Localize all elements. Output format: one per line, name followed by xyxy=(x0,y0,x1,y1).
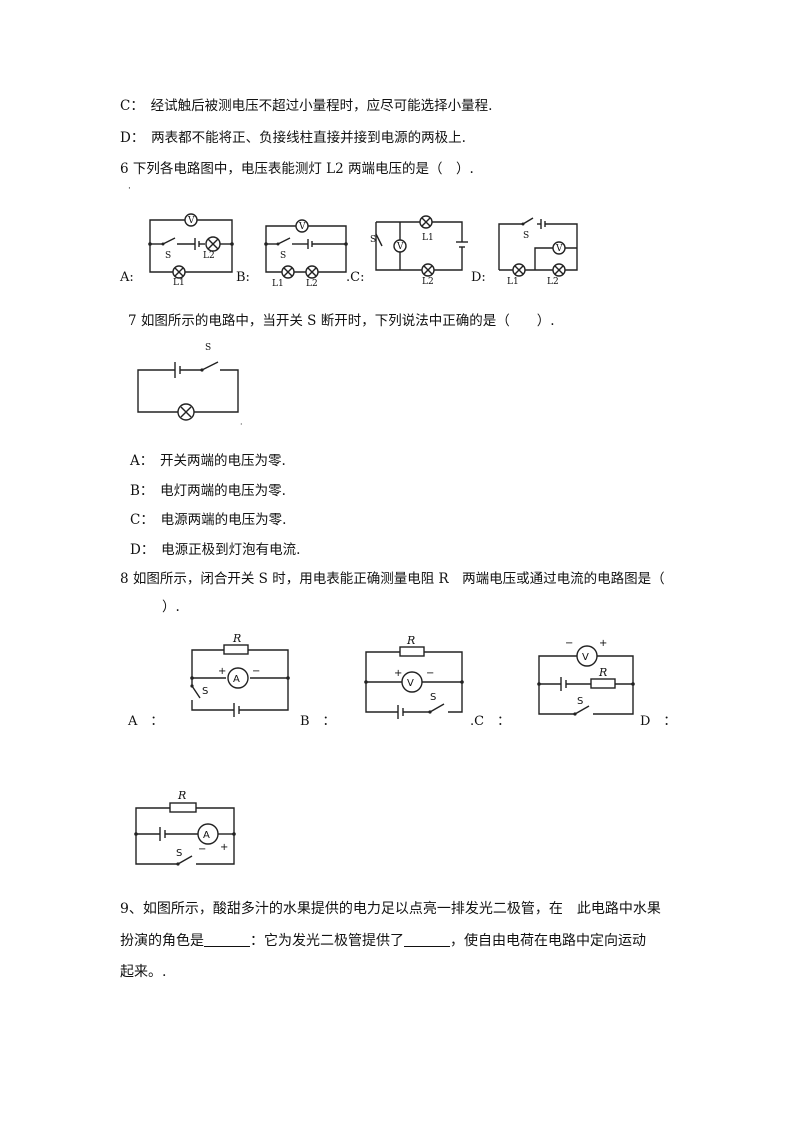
q6-label-a: A: xyxy=(120,270,134,285)
q8-label-d: D ： xyxy=(640,714,677,729)
voltmeter-label: V xyxy=(407,678,414,689)
switch-label: S xyxy=(205,343,211,353)
voltmeter-label: V xyxy=(187,216,195,226)
minus-label: − xyxy=(252,666,260,677)
q7-option-b: B： 电灯两端的电压为零. xyxy=(130,483,286,499)
lamp1-label: L1 xyxy=(173,278,185,288)
switch-label: S xyxy=(370,235,376,245)
q9-line1: 9、如图所示，酸甜多汁的水果提供的电力足以点亮一排发光二极管，在 此电路中水果 xyxy=(120,901,661,917)
q9-line2-c: ，使自由电荷在电路中定向运动 xyxy=(450,933,646,949)
q8-circuit-a: R A + − S xyxy=(190,632,290,717)
lamp1-label: L1 xyxy=(422,233,434,243)
ammeter-label: A xyxy=(203,830,210,841)
q9-line2-b: ：它为发光二极管提供了 xyxy=(250,933,404,949)
q6-circuit-a: V S L2 L1 xyxy=(148,213,234,288)
resistor-label: R xyxy=(232,632,241,645)
resistor-label: R xyxy=(177,789,186,802)
voltmeter-label: V xyxy=(298,222,306,232)
q8-circuit-b: R V + − S xyxy=(364,634,464,719)
q6-label-c: .C: xyxy=(346,270,365,285)
q8-circuit-c: − + V R S xyxy=(537,638,635,716)
q7-circuit: S xyxy=(137,343,239,421)
q8-stem: 8 如图所示，闭合开关 S 时，用电表能正确测量电阻 R 两端电压或通过电流的电… xyxy=(120,571,665,587)
q6-stem: 6 下列各电路图中，电压表能测灯 L2 两端电压的是（ ）. xyxy=(120,161,474,177)
plus-label: + xyxy=(220,842,228,853)
stray-dot: · xyxy=(240,420,243,429)
lamp2-label: L2 xyxy=(422,277,434,287)
answer-blank-1[interactable] xyxy=(204,932,250,947)
q9-line2: 扮演的角色是 ：它为发光二极管提供了 ，使自由电荷在电路中定向运动 xyxy=(120,932,646,950)
q5-option-c: C： 经试触后被测电压不超过小量程时，应尽可能选择小量程. xyxy=(120,98,493,114)
q8-label-b: B ： xyxy=(300,714,336,729)
lamp1-label: L1 xyxy=(272,279,284,289)
plus-label: + xyxy=(599,638,607,649)
lamp2-label: L2 xyxy=(547,277,559,287)
q6-circuit-d: S V L1 L2 xyxy=(498,217,578,287)
switch-label: S xyxy=(165,251,171,261)
q9-line3: 起来。. xyxy=(120,964,167,980)
plus-label: + xyxy=(394,668,402,679)
q8-label-a: A ： xyxy=(128,714,164,729)
answer-blank-2[interactable] xyxy=(404,932,450,947)
q6-circuit-b: V S L1 L2 xyxy=(264,219,348,289)
q7-stem: 7 如图所示的电路中，当开关 S 断开时，下列说法中正确的是（ ）. xyxy=(128,313,555,329)
lamp1-label: L1 xyxy=(507,277,519,287)
voltmeter-label: V xyxy=(582,652,589,663)
minus-label: − xyxy=(198,844,206,855)
switch-label: S xyxy=(202,686,208,697)
q5-option-d: D： 两表都不能将正、负接线柱直接并接到电源的两极上. xyxy=(120,130,466,146)
q9-line2-a: 扮演的角色是 xyxy=(120,933,204,949)
voltmeter-label: V xyxy=(396,242,404,252)
q7-option-c: C： 电源两端的电压为零. xyxy=(130,512,287,528)
q8-circuit-d: R A S − + xyxy=(134,789,236,866)
voltmeter-label: V xyxy=(555,244,563,254)
resistor-label: R xyxy=(406,634,415,647)
stray-dot: · xyxy=(128,184,131,194)
resistor-label: R xyxy=(598,666,607,679)
switch-label: S xyxy=(577,696,583,707)
lamp2-label: L2 xyxy=(203,251,215,261)
switch-label: S xyxy=(176,848,182,859)
lamp2-label: L2 xyxy=(306,279,318,289)
q8-label-c: .C ： xyxy=(470,714,511,729)
q8-stem-end: ）. xyxy=(162,599,180,615)
q6-label-b: B: xyxy=(236,270,250,285)
minus-label: − xyxy=(426,668,434,679)
minus-label: − xyxy=(565,638,573,649)
switch-label: S xyxy=(430,692,436,703)
ammeter-label: A xyxy=(233,674,240,685)
switch-label: S xyxy=(523,231,529,241)
plus-label: + xyxy=(218,666,226,677)
q7-option-d: D： 电源正极到灯泡有电流. xyxy=(130,542,301,558)
q6-circuit-c: L1 S V L2 xyxy=(370,215,468,287)
q7-option-a: A： 开关两端的电压为零. xyxy=(130,453,286,469)
q6-label-d: D: xyxy=(471,270,486,285)
switch-label: S xyxy=(280,251,286,261)
